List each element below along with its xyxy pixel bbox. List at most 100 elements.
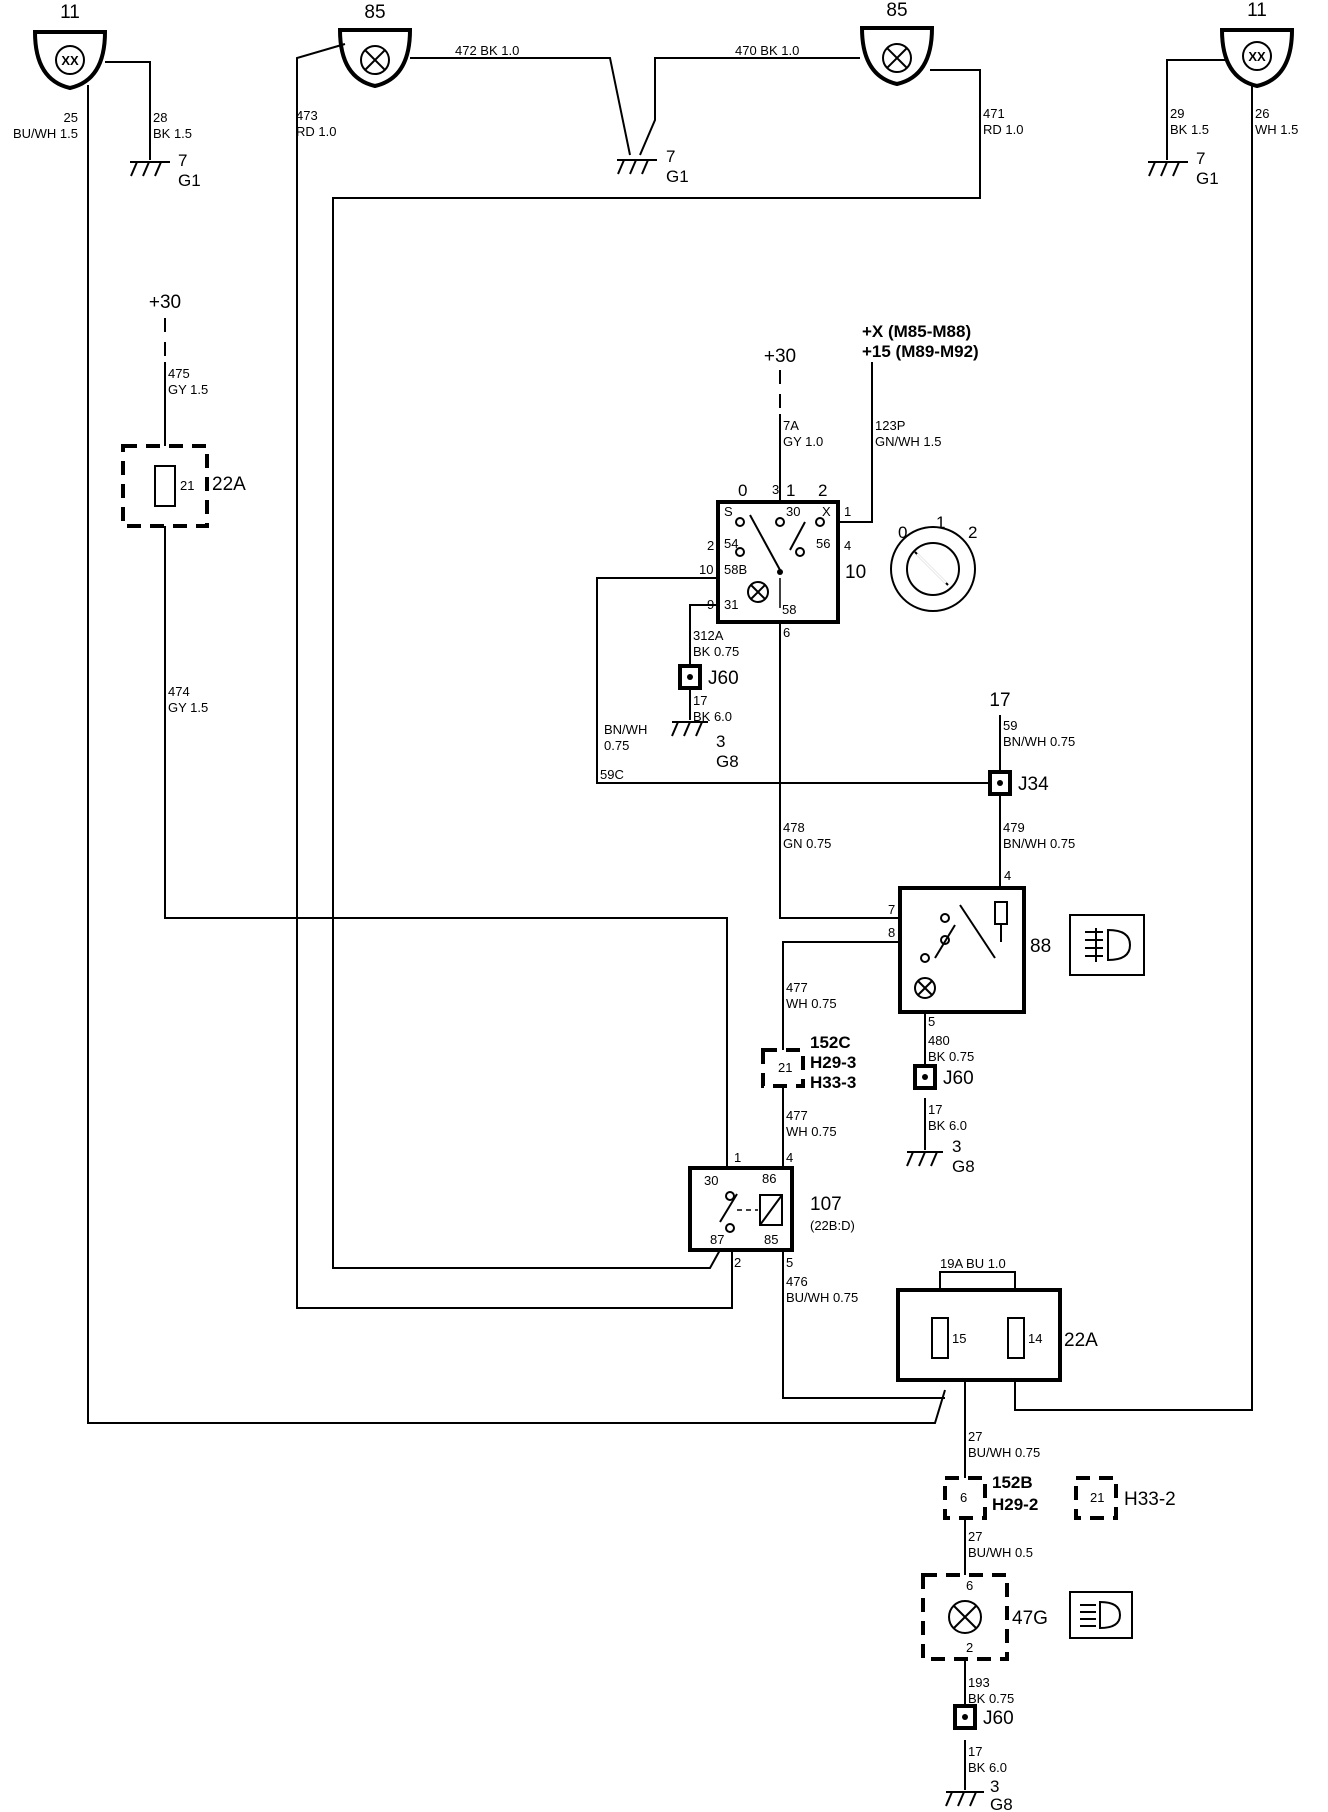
svg-text:11: 11 bbox=[1247, 0, 1267, 21]
svg-text:H29-3: H29-3 bbox=[810, 1053, 856, 1072]
svg-text:7A: 7A bbox=[783, 418, 799, 433]
svg-text:470 BK 1.0: 470 BK 1.0 bbox=[735, 43, 799, 58]
svg-text:G8: G8 bbox=[952, 1157, 975, 1176]
svg-text:472 BK 1.0: 472 BK 1.0 bbox=[455, 43, 519, 58]
svg-text:BN/WH 0.75: BN/WH 0.75 bbox=[1003, 734, 1075, 749]
svg-text:BU/WH 1.5: BU/WH 1.5 bbox=[13, 126, 78, 141]
svg-text:BK 0.75: BK 0.75 bbox=[693, 644, 739, 659]
svg-text:478: 478 bbox=[783, 820, 805, 835]
svg-text:7: 7 bbox=[178, 151, 187, 170]
svg-text:WH 0.75: WH 0.75 bbox=[786, 996, 837, 1011]
svg-text:22A: 22A bbox=[212, 474, 246, 495]
svg-text:10: 10 bbox=[845, 562, 866, 583]
svg-text:107: 107 bbox=[810, 1194, 842, 1215]
svg-text:BU/WH 0.75: BU/WH 0.75 bbox=[786, 1290, 858, 1305]
svg-text:14: 14 bbox=[1028, 1331, 1042, 1346]
wire-network bbox=[87, 43, 1253, 1790]
svg-text:0: 0 bbox=[898, 523, 907, 542]
svg-text:GY 1.0: GY 1.0 bbox=[783, 434, 823, 449]
svg-text:193: 193 bbox=[968, 1675, 990, 1690]
lamp-11-right: XX 11 bbox=[1219, 0, 1295, 89]
svg-text:15: 15 bbox=[952, 1331, 966, 1346]
svg-text:480: 480 bbox=[928, 1033, 950, 1048]
svg-text:4: 4 bbox=[1004, 868, 1011, 883]
svg-text:31: 31 bbox=[724, 597, 738, 612]
svg-text:+15 (M89-M92): +15 (M89-M92) bbox=[862, 342, 979, 361]
connector-j60-relay88: J60 bbox=[913, 1064, 974, 1090]
svg-text:BK 0.75: BK 0.75 bbox=[968, 1691, 1014, 1706]
svg-text:17: 17 bbox=[968, 1744, 982, 1759]
svg-text:GN/WH 1.5: GN/WH 1.5 bbox=[875, 434, 941, 449]
svg-text:6: 6 bbox=[966, 1578, 973, 1593]
svg-text:58B: 58B bbox=[724, 562, 747, 577]
svg-text:BK 1.5: BK 1.5 bbox=[153, 126, 192, 141]
svg-text:3: 3 bbox=[990, 1777, 999, 1796]
svg-text:6: 6 bbox=[960, 1490, 967, 1505]
svg-text:28: 28 bbox=[153, 110, 167, 125]
svg-text:17: 17 bbox=[693, 693, 707, 708]
rotary-knob-icon: 0 1 2 bbox=[890, 513, 977, 612]
svg-text:19A BU 1.0: 19A BU 1.0 bbox=[940, 1256, 1006, 1271]
svg-text:30: 30 bbox=[786, 504, 800, 519]
svg-text:2: 2 bbox=[818, 481, 827, 500]
svg-text:BN/WH: BN/WH bbox=[604, 722, 647, 737]
svg-text:RD 1.0: RD 1.0 bbox=[983, 122, 1023, 137]
svg-text:87: 87 bbox=[710, 1232, 724, 1247]
fuse-22a-right: 15 14 22A bbox=[896, 1288, 1098, 1382]
svg-text:2: 2 bbox=[707, 538, 714, 553]
connector-j34: J34 bbox=[988, 770, 1049, 796]
relay-107: 1 4 2 5 30 86 87 85 107 (22B:D) bbox=[688, 1150, 855, 1270]
svg-text:152B: 152B bbox=[992, 1473, 1033, 1492]
svg-text:J60: J60 bbox=[983, 1708, 1014, 1729]
svg-text:7: 7 bbox=[666, 147, 675, 166]
svg-text:BN/WH 0.75: BN/WH 0.75 bbox=[1003, 836, 1075, 851]
svg-text:56: 56 bbox=[816, 536, 830, 551]
svg-text:GY 1.5: GY 1.5 bbox=[168, 700, 208, 715]
ground-switch: 3 G8 bbox=[671, 721, 739, 771]
fuse-22a-left: 21 22A bbox=[121, 444, 246, 528]
svg-text:J60: J60 bbox=[943, 1068, 974, 1089]
svg-text:475: 475 bbox=[168, 366, 190, 381]
svg-text:XX: XX bbox=[61, 53, 79, 68]
wire-labels: 25 BU/WH 1.5 28 BK 1.5 472 BK 1.0 470 BK… bbox=[13, 43, 1298, 1775]
svg-text:7: 7 bbox=[888, 902, 895, 917]
svg-text:7: 7 bbox=[1196, 149, 1205, 168]
svg-text:XX: XX bbox=[1248, 49, 1266, 64]
svg-text:3: 3 bbox=[952, 1137, 961, 1156]
svg-text:GY 1.5: GY 1.5 bbox=[168, 382, 208, 397]
svg-text:3: 3 bbox=[716, 732, 725, 751]
svg-text:59: 59 bbox=[1003, 718, 1017, 733]
svg-text:479: 479 bbox=[1003, 820, 1025, 835]
svg-text:85: 85 bbox=[764, 1232, 778, 1247]
svg-text:S: S bbox=[724, 504, 733, 519]
svg-text:2: 2 bbox=[966, 1640, 973, 1655]
svg-text:11: 11 bbox=[60, 2, 80, 23]
svg-text:4: 4 bbox=[786, 1150, 793, 1165]
svg-text:BU/WH 0.75: BU/WH 0.75 bbox=[968, 1445, 1040, 1460]
svg-text:9: 9 bbox=[707, 597, 714, 612]
svg-text:BK 0.75: BK 0.75 bbox=[928, 1049, 974, 1064]
svg-text:WH 0.75: WH 0.75 bbox=[786, 1124, 837, 1139]
svg-text:X: X bbox=[822, 504, 831, 519]
svg-text:27: 27 bbox=[968, 1529, 982, 1544]
svg-text:2: 2 bbox=[734, 1255, 741, 1270]
svg-text:10: 10 bbox=[699, 562, 713, 577]
switch-88: 7 8 4 5 88 bbox=[888, 868, 1051, 1029]
svg-text:58: 58 bbox=[782, 602, 796, 617]
ground-right: 7 G1 bbox=[1148, 149, 1219, 188]
svg-text:(22B:D): (22B:D) bbox=[810, 1218, 855, 1233]
svg-text:5: 5 bbox=[928, 1014, 935, 1029]
ground-bottom: 3 G8 bbox=[945, 1777, 1013, 1812]
light-switch-10: 0 1 2 3 2 10 9 1 4 6 S 30 X 54 56 58B 31… bbox=[699, 481, 866, 640]
svg-text:88: 88 bbox=[1030, 936, 1051, 957]
svg-text:27: 27 bbox=[968, 1429, 982, 1444]
svg-text:RD 1.0: RD 1.0 bbox=[296, 124, 336, 139]
svg-text:BK 6.0: BK 6.0 bbox=[928, 1118, 967, 1133]
connector-152b: 6 152B H29-2 bbox=[943, 1473, 1038, 1520]
ground-left: 7 G1 bbox=[130, 151, 201, 190]
connector-j60-switch: J60 bbox=[678, 664, 739, 690]
connector-j60-bottom: J60 bbox=[953, 1704, 1014, 1730]
svg-text:G1: G1 bbox=[1196, 169, 1219, 188]
svg-text:21: 21 bbox=[1090, 1490, 1104, 1505]
svg-text:471: 471 bbox=[983, 106, 1005, 121]
